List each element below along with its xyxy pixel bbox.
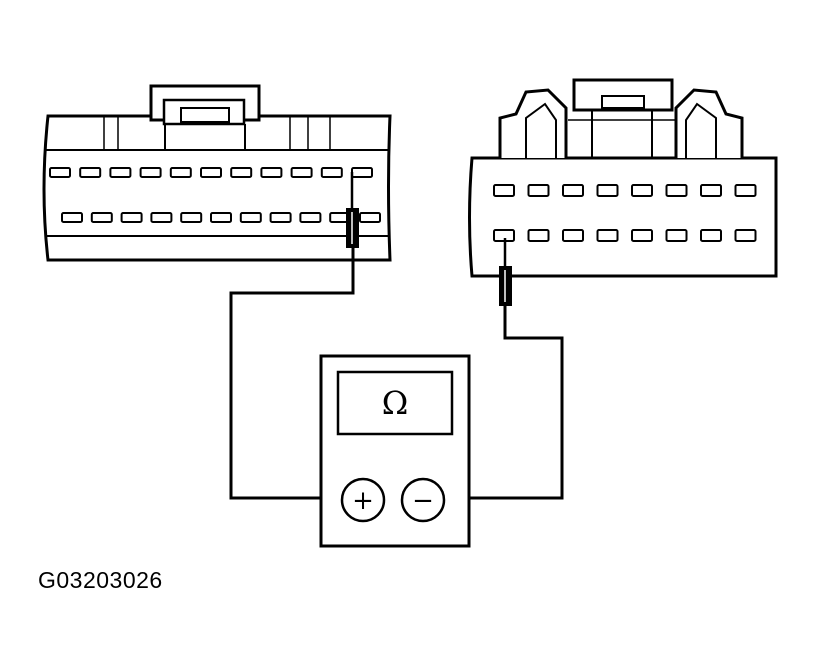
pin-slot [61,212,83,223]
pin-slot [631,229,653,242]
pin-slot [562,229,584,242]
pin-slot [269,212,292,223]
meter-display [336,370,454,436]
pin-slot [169,167,192,178]
pin-slot [90,212,113,223]
pin-slot [320,167,343,178]
pin-slot [139,167,162,178]
pin-slot [200,167,222,178]
pin-slot [230,167,253,178]
left-connector-top-pins [49,167,373,178]
pin-slot [527,184,550,197]
pin-slot [49,167,71,178]
pin-slot [79,167,102,178]
pin-slot [299,212,322,223]
positive-terminal-label: + [352,486,374,516]
pin-slot [596,184,619,197]
positive-test-lead [229,246,355,500]
pin-slot [260,167,283,178]
pin-slot [120,212,143,223]
pin-slot [180,212,203,223]
positive-terminal [340,477,386,523]
pin-slot [359,212,381,223]
positive-probe [346,172,359,248]
pin-slot [109,167,132,178]
negative-terminal [400,477,446,523]
right-connector [468,78,778,278]
pin-slot [700,184,722,197]
negative-test-lead [446,302,564,500]
pin-slot [596,229,619,242]
pin-slot [665,229,688,242]
pin-slot [290,167,313,178]
pin-slot [150,212,173,223]
pin-slot [527,229,550,242]
figure-id: G03203026 [38,567,163,593]
pin-slot [351,167,373,178]
pin-slot [562,184,584,197]
pin-slot [665,184,688,197]
ohmmeter: Ω + − [319,354,471,548]
pin-slot [239,212,262,223]
negative-probe [499,238,512,306]
pin-slot [700,229,722,242]
pin-slot [210,212,232,223]
right-connector-bottom-pins [493,229,757,242]
pin-slot [734,229,757,242]
negative-terminal-label: − [412,486,434,516]
ohm-symbol: Ω [382,384,409,422]
pin-slot [631,184,653,197]
pin-slot [493,184,515,197]
left-connector [42,84,392,262]
left-connector-bottom-pins [61,212,381,223]
right-connector-top-pins [493,184,757,197]
pin-slot [734,184,757,197]
